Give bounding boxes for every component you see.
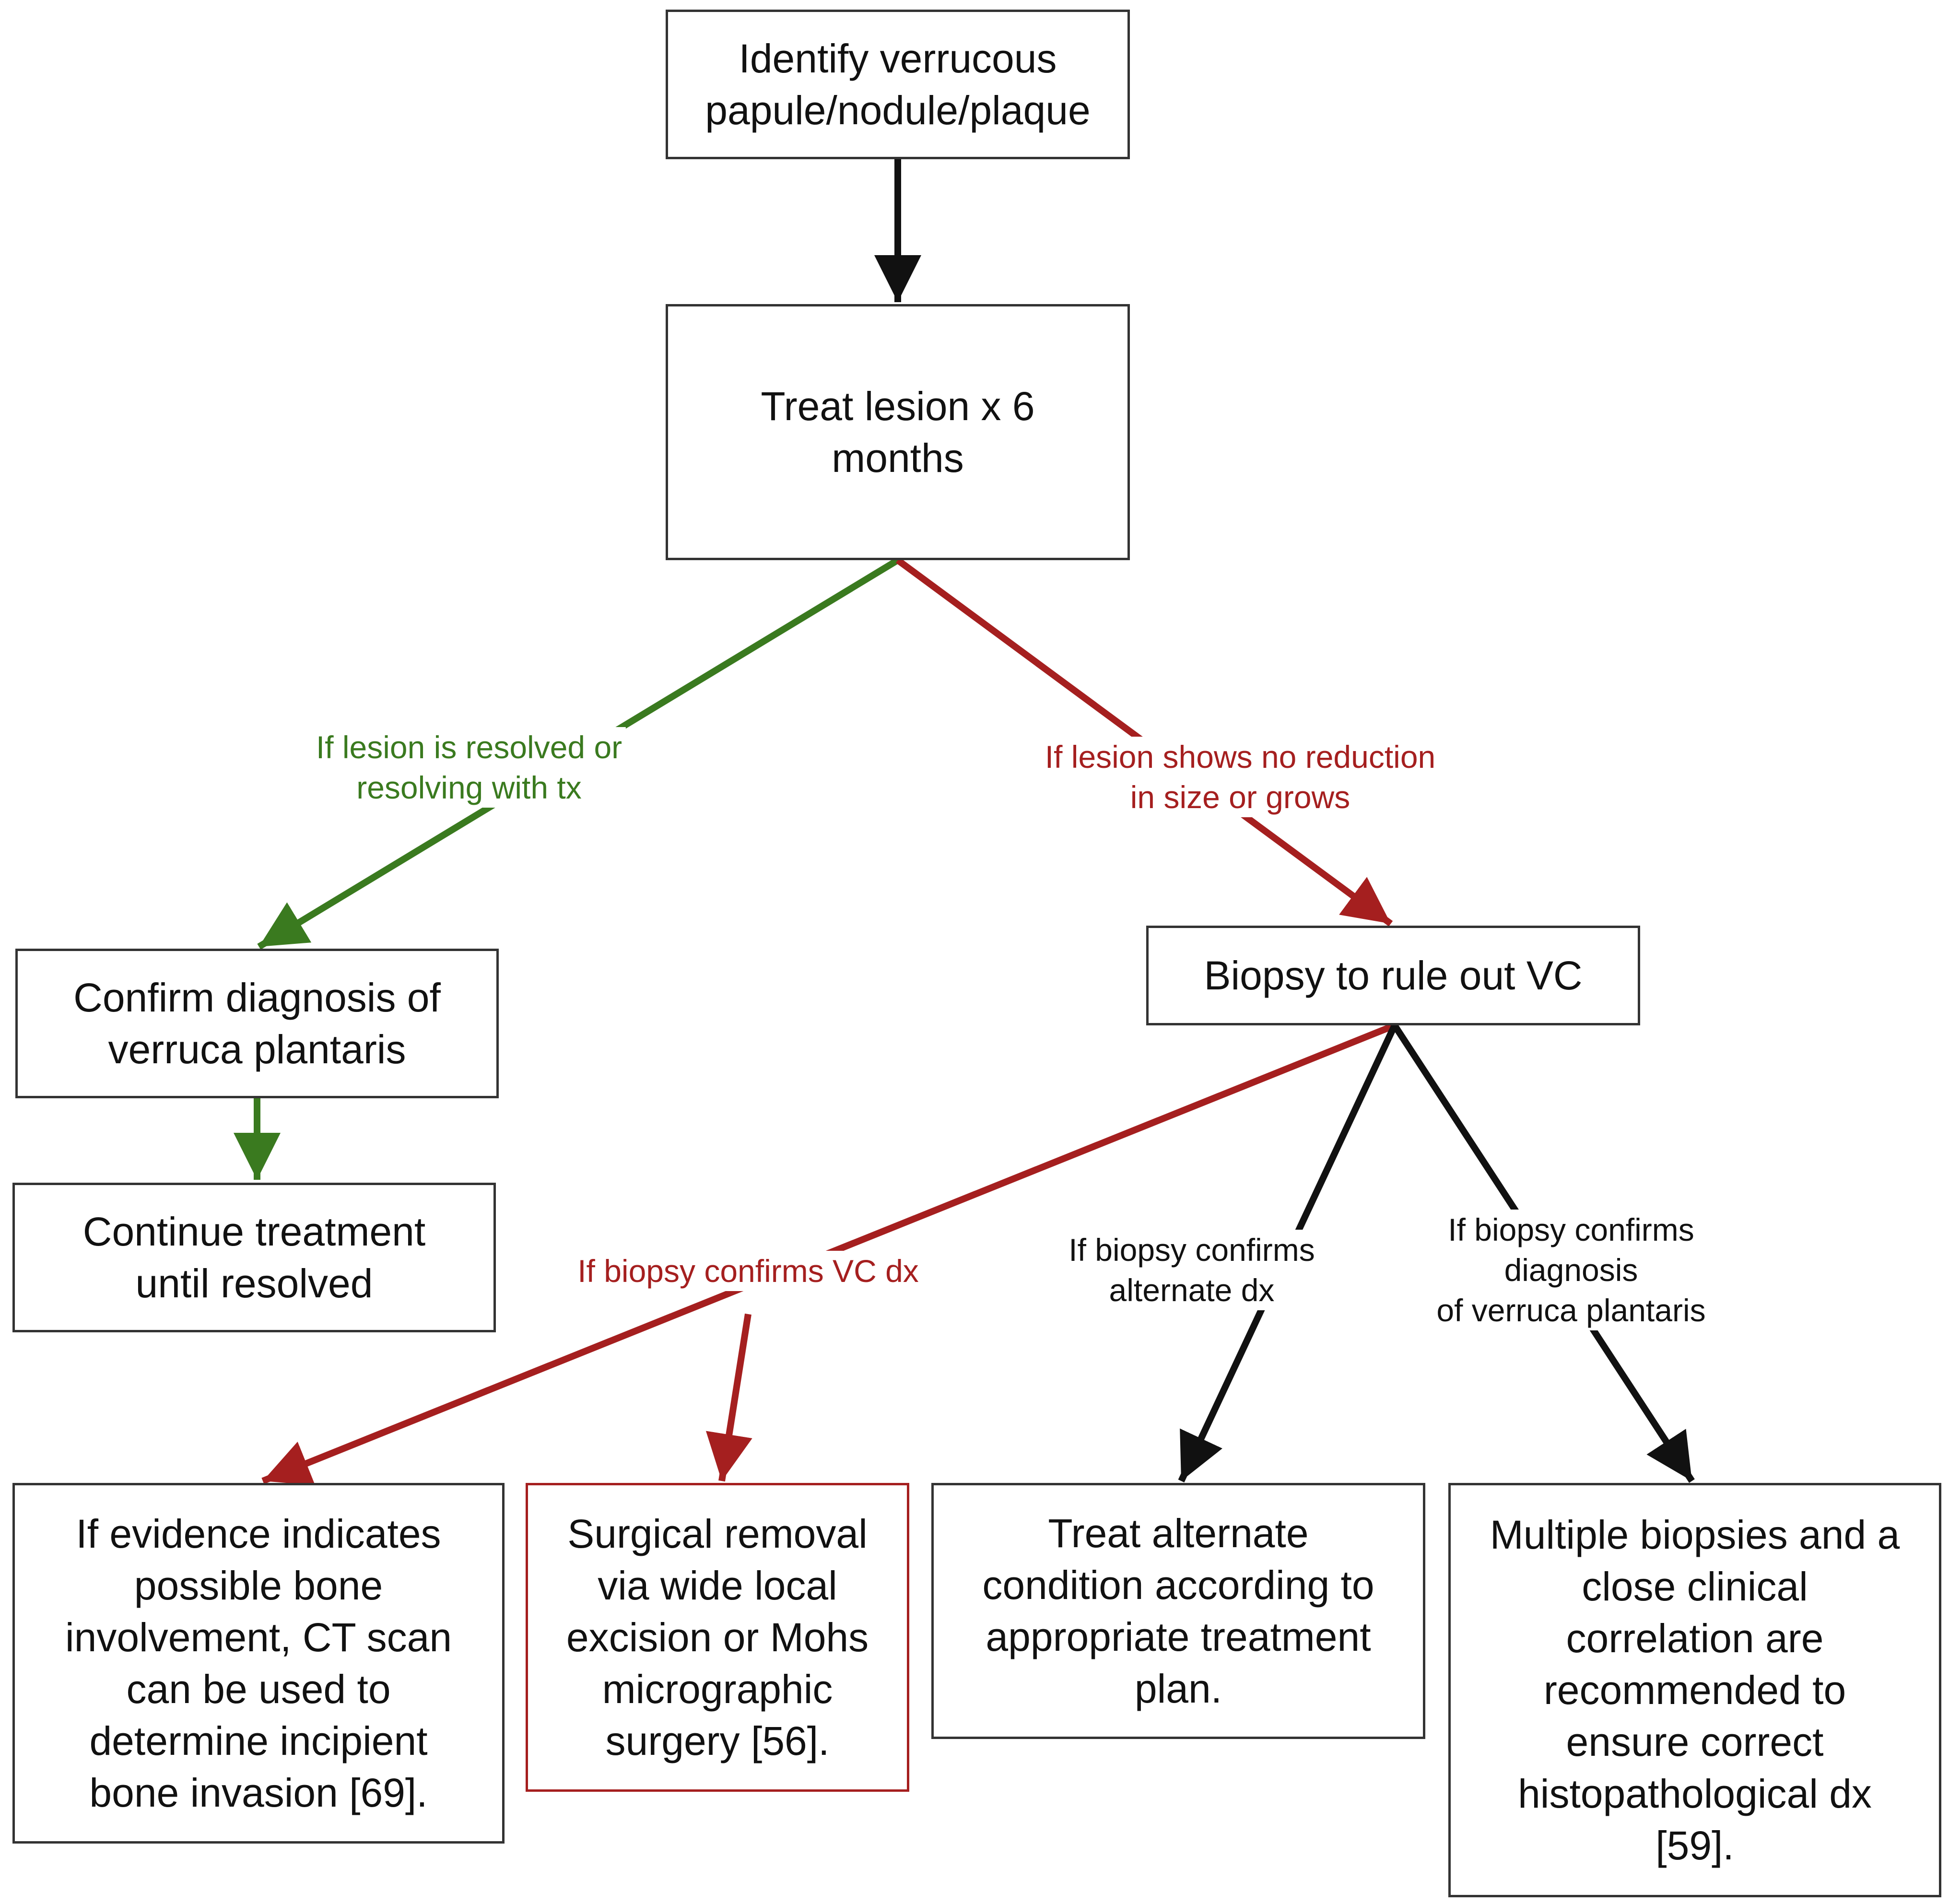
node-biopsy: Biopsy to rule out VC	[1146, 926, 1640, 1025]
node-continue: Continue treatment until resolved	[12, 1183, 496, 1332]
node-biopsy-label: Biopsy to rule out VC	[1204, 953, 1583, 998]
node-confirm-label: Confirm diagnosis of verruca plantaris	[73, 975, 441, 1072]
node-surgical: Surgical removal via wide local excision…	[526, 1483, 909, 1792]
edge-label-resolved: If lesion is resolved or resolving with …	[312, 727, 626, 808]
node-bone-label: If evidence indicates possible bone invo…	[65, 1511, 452, 1815]
node-confirm: Confirm diagnosis of verruca plantaris	[15, 949, 499, 1098]
edge-vc-to-surgical	[705, 1313, 752, 1482]
node-alternate-label: Treat alternate condition according to a…	[982, 1511, 1374, 1711]
edge-label-verruca-dx: If biopsy confirms diagnosis of verruca …	[1382, 1210, 1760, 1330]
node-surgical-label: Surgical removal via wide local excision…	[566, 1511, 869, 1763]
node-bone: If evidence indicates possible bone invo…	[12, 1483, 505, 1844]
edge-label-vc-dx: If biopsy confirms VC dx	[574, 1251, 923, 1291]
node-treat: Treat lesion x 6 months	[666, 304, 1130, 560]
node-identify: Identify verrucous papule/nodule/plaque	[666, 10, 1130, 159]
node-multiple-label: Multiple biopsies and a close clinical c…	[1490, 1512, 1900, 1868]
node-treat-label: Treat lesion x 6 months	[761, 384, 1035, 481]
node-continue-label: Continue treatment until resolved	[82, 1209, 426, 1306]
node-identify-label: Identify verrucous papule/nodule/plaque	[705, 36, 1091, 133]
edge-label-no-reduction: If lesion shows no reduction in size or …	[1041, 737, 1440, 817]
edge-label-alternate-dx: If biopsy confirms alternate dx	[1065, 1230, 1319, 1310]
node-multiple: Multiple biopsies and a close clinical c…	[1448, 1483, 1941, 1897]
node-alternate: Treat alternate condition according to a…	[931, 1483, 1425, 1739]
